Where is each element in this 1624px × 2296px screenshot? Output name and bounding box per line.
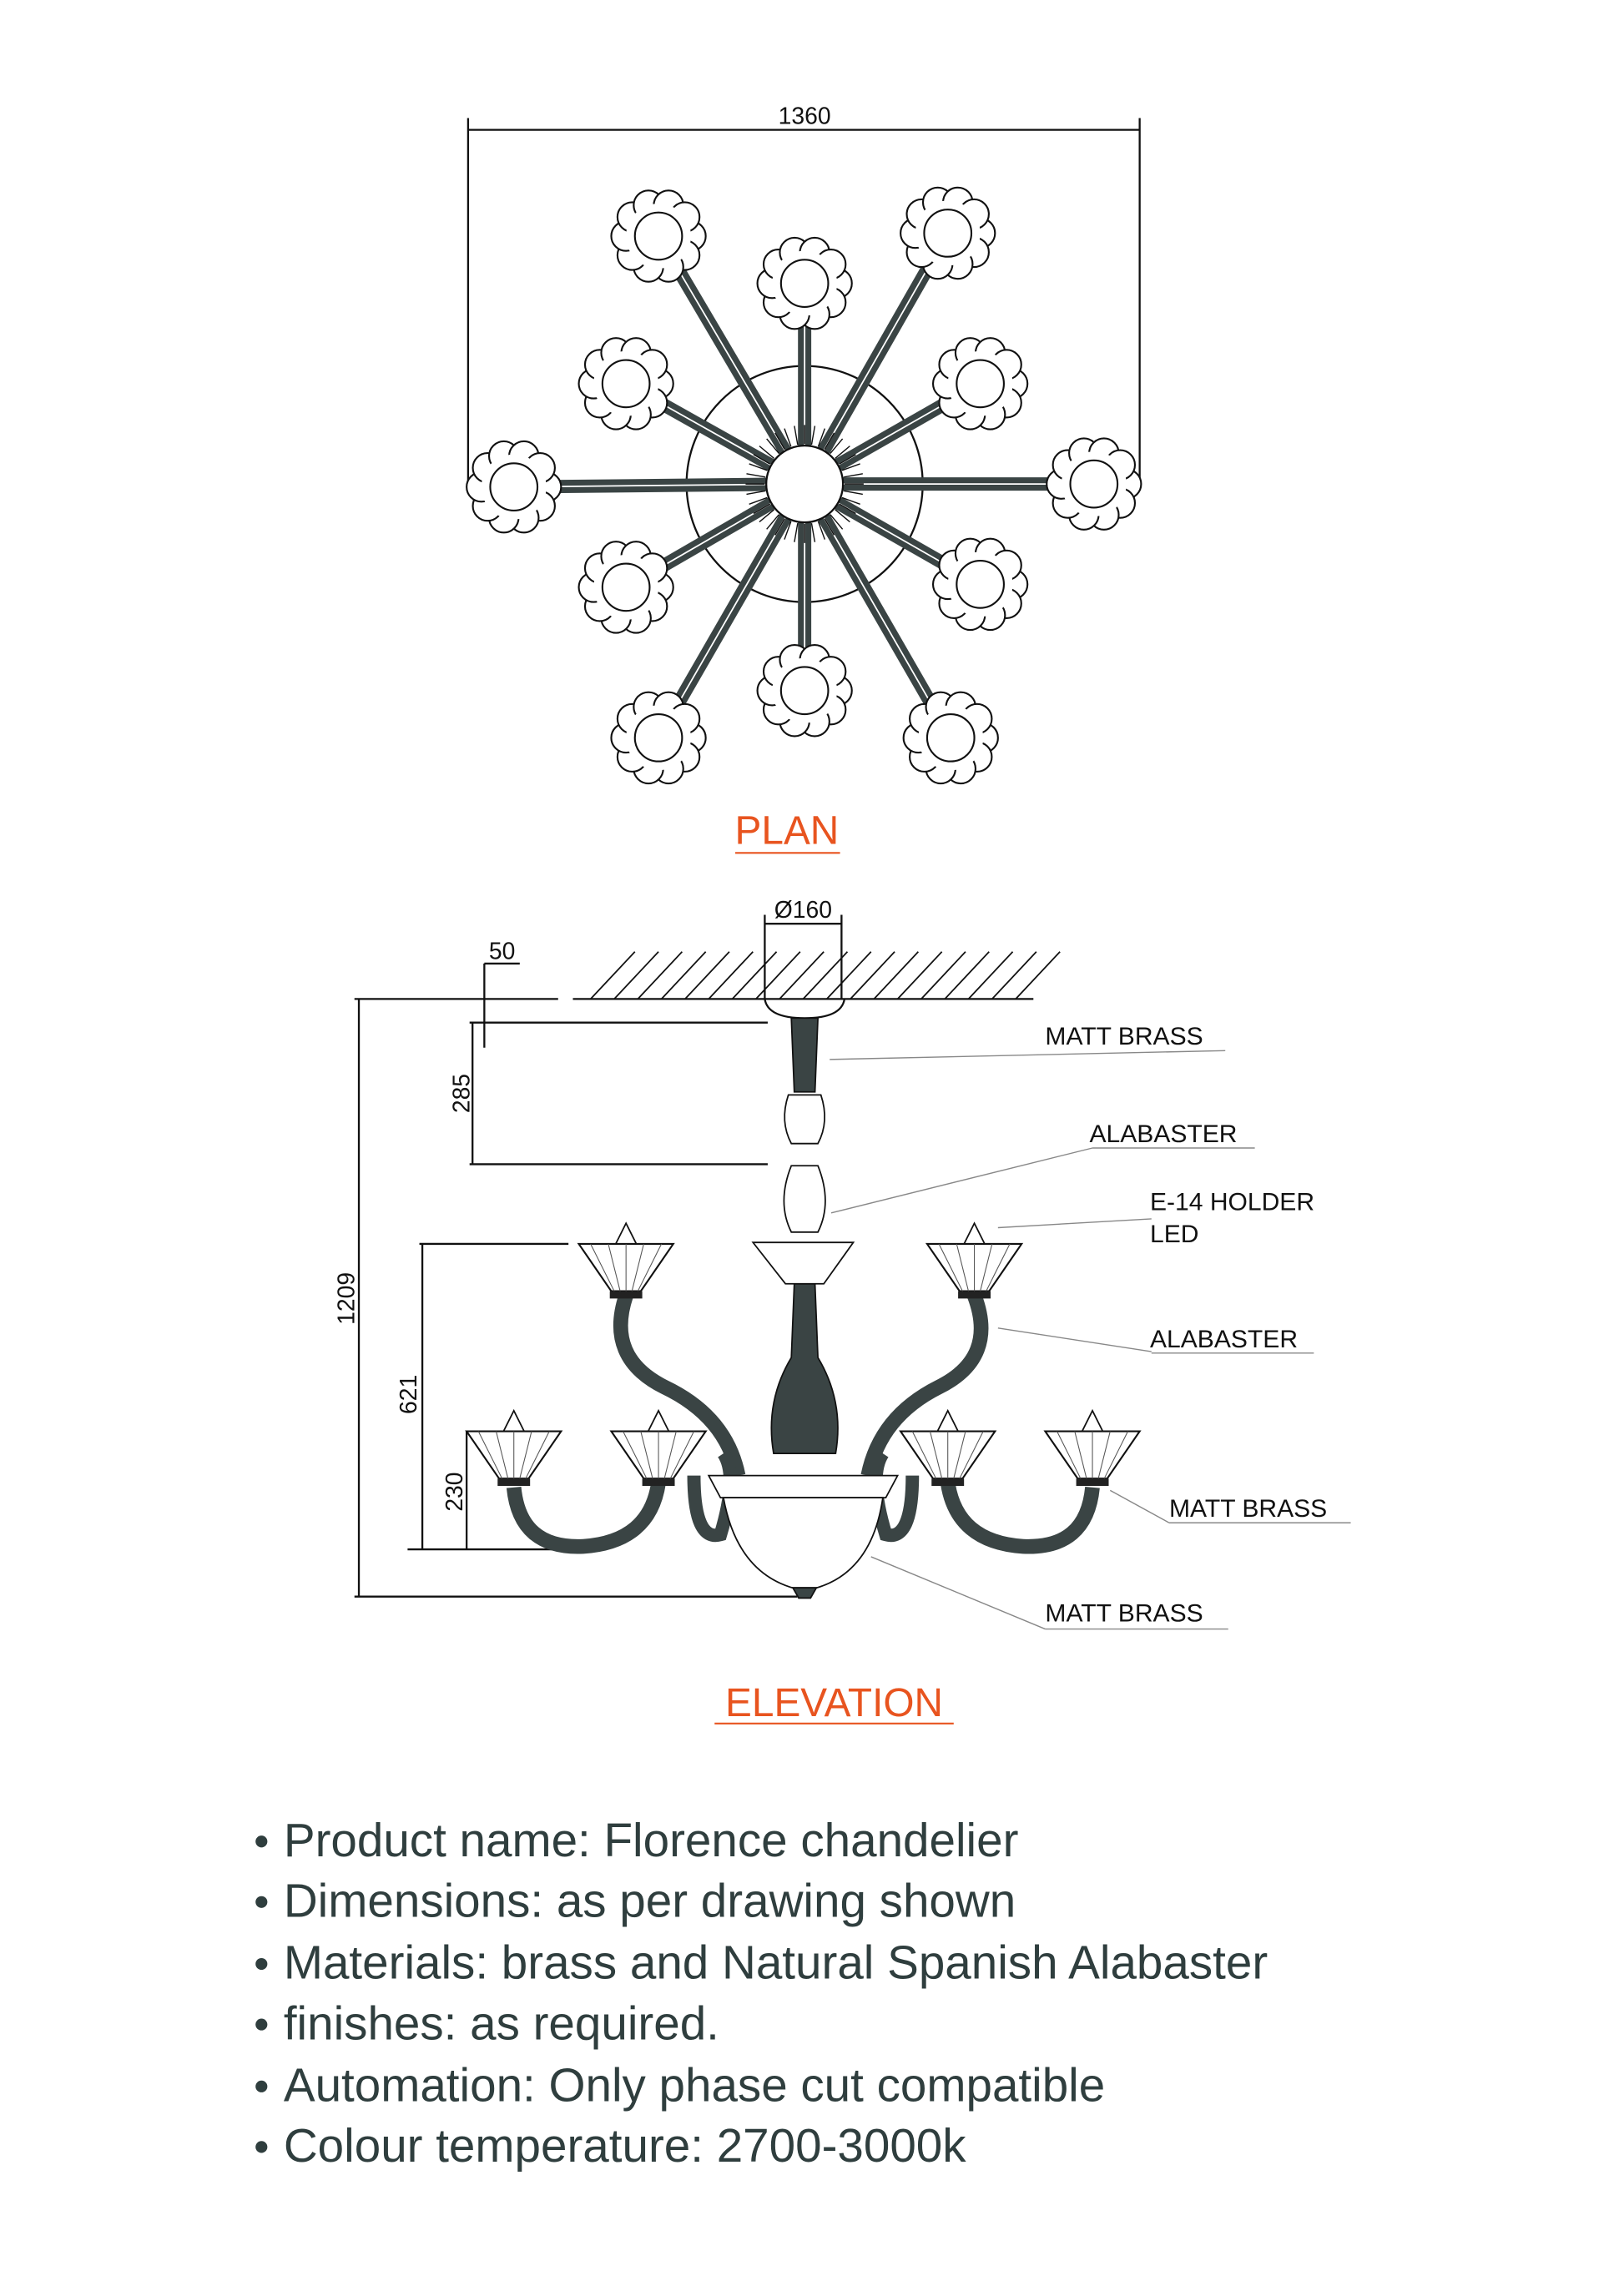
spec-dimensions: Dimensions: as per drawing shown xyxy=(284,1874,1016,1926)
plan-flower xyxy=(900,186,996,280)
elevation-view: Ø160 50 1209 285 621 230 xyxy=(333,896,1351,1725)
candle-cup xyxy=(1043,1408,1142,1487)
plan-flower xyxy=(577,337,674,430)
plan-flower xyxy=(756,236,853,330)
callout-led: LED xyxy=(1150,1221,1198,1248)
total-height-label: 1209 xyxy=(333,1272,360,1325)
plan-width-label: 1360 xyxy=(779,103,831,129)
arms-height-label: 621 xyxy=(395,1375,421,1414)
canopy-dimension: Ø160 xyxy=(764,896,843,999)
plan-flower xyxy=(577,541,674,634)
spec-item: Product name: Florence chandelier xyxy=(255,1814,1018,1866)
spec-item: Colour temperature: 2700-3000k xyxy=(255,2119,966,2172)
callout-matt-brass-bowl: MATT BRASS xyxy=(1045,1600,1203,1628)
plan-title: PLAN xyxy=(735,809,840,853)
candle-cup xyxy=(899,1408,997,1487)
spec-item: Materials: brass and Natural Spanish Ala… xyxy=(255,1936,1268,1989)
chandelier-elevation xyxy=(465,1017,1142,1599)
spec-list: Product name: Florence chandelier Dimens… xyxy=(255,1814,1268,2172)
lower-arms-height-dimension: 230 xyxy=(441,1431,468,1550)
plan-flower xyxy=(610,691,707,785)
plan-view: 1360 PLAN xyxy=(466,103,1142,854)
candle-cup xyxy=(609,1408,708,1487)
plan-flower xyxy=(902,691,999,785)
callout-matt-brass-arm: MATT BRASS xyxy=(1169,1495,1327,1523)
plan-flowers xyxy=(466,186,1142,785)
offset-label: 50 xyxy=(489,938,515,964)
spec-item: Automation: Only phase cut compatible xyxy=(255,2059,1105,2112)
stem-height-label: 285 xyxy=(448,1074,475,1113)
canopy-diameter-label: Ø160 xyxy=(774,896,832,923)
plan-flower xyxy=(756,643,853,738)
ceiling xyxy=(354,951,1061,1000)
plan-flower xyxy=(931,537,1029,632)
plan-flower xyxy=(931,337,1029,430)
plan-flower xyxy=(466,440,562,534)
candle-cup xyxy=(577,1221,675,1299)
candle-cup xyxy=(465,1408,563,1487)
spec-product-name: Product name: Florence chandelier xyxy=(284,1814,1019,1866)
spec-finishes: finishes: as required. xyxy=(284,1996,719,2049)
lower-arms-height-label: 230 xyxy=(441,1472,467,1511)
callout-alabaster-stem: ALABASTER xyxy=(1090,1120,1238,1148)
plan-hub xyxy=(765,444,845,524)
offset-dimension: 50 xyxy=(483,938,520,1048)
total-height-dimension: 1209 xyxy=(333,999,798,1598)
plan-width-dimension: 1360 xyxy=(467,103,1141,487)
plan-flower xyxy=(1046,437,1142,531)
candle-cup xyxy=(925,1221,1024,1299)
spec-automation: Automation: Only phase cut compatible xyxy=(284,2059,1105,2112)
spec-colour-temperature: Colour temperature: 2700-3000k xyxy=(284,2119,966,2172)
spec-materials: Materials: brass and Natural Spanish Ala… xyxy=(284,1936,1268,1989)
spec-item: Dimensions: as per drawing shown xyxy=(255,1874,1016,1926)
callout-e14-holder: E-14 HOLDER xyxy=(1150,1188,1314,1216)
canopy xyxy=(764,999,846,1020)
callout-alabaster-arm: ALABASTER xyxy=(1150,1326,1298,1353)
elevation-title: ELEVATION xyxy=(725,1681,943,1725)
spec-item: finishes: as required. xyxy=(255,1996,719,2049)
stem-height-dimension: 285 xyxy=(448,1021,768,1166)
arms-height-dimension: 621 xyxy=(395,1242,569,1551)
callout-matt-brass-stem: MATT BRASS xyxy=(1045,1023,1203,1050)
plan-flower xyxy=(610,189,707,283)
callouts: MATT BRASS ALABASTER E-14 HOLDER LED ALA… xyxy=(830,1023,1351,1630)
